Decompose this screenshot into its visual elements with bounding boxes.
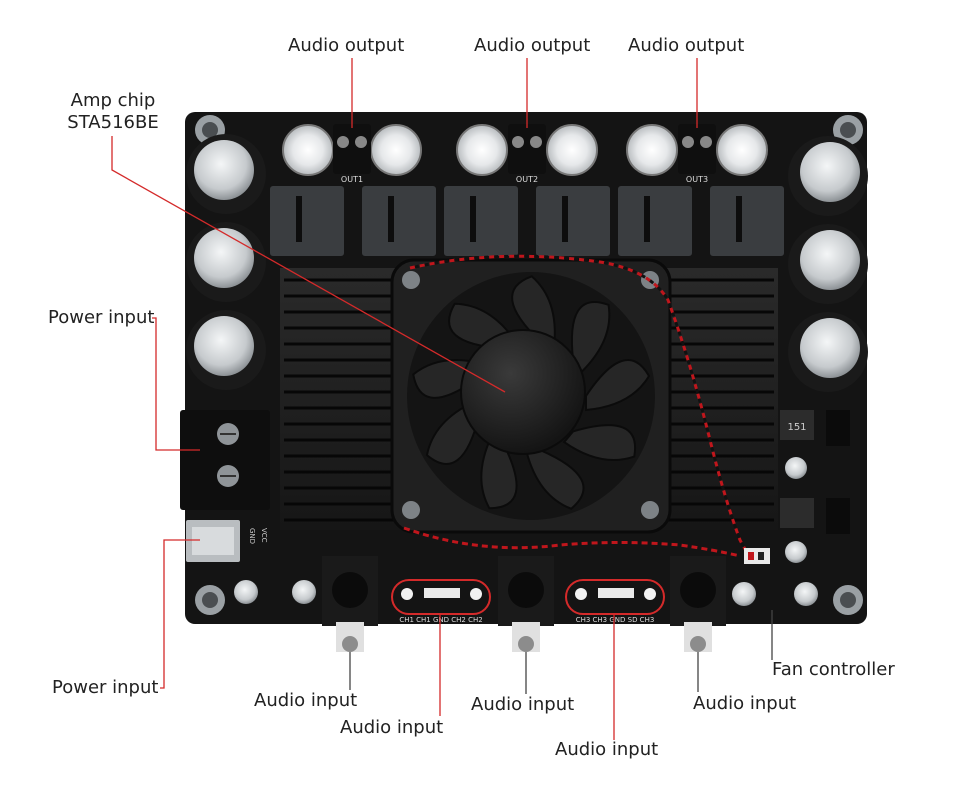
label-fan-controller: Fan controller [772, 659, 895, 680]
label-audio-input-ch2-rca: Audio input [471, 694, 575, 715]
label-audio-input-ch3-header: Audio input [555, 739, 659, 760]
leader-lines [111, 58, 773, 740]
power-terminal-block [180, 410, 270, 510]
label-power-input-top: Power input [48, 307, 155, 328]
label-amp-chip: Amp chip STA516BE [60, 90, 166, 134]
dc-barrel-jack: GND VCC [186, 520, 268, 562]
capacitors-left [186, 134, 266, 390]
bottom-small-caps [234, 580, 818, 606]
inductors [270, 186, 784, 256]
rca-jacks [322, 556, 726, 652]
label-audio-output-3: Audio output [628, 35, 745, 56]
fan-controller-circuit: 151 [744, 410, 850, 564]
out1-silk: OUT1 [341, 175, 363, 184]
fan-blade [511, 275, 556, 346]
audio-output-blocks: OUT1 OUT2 OUT3 [282, 124, 768, 184]
label-audio-output-2: Audio output [474, 35, 591, 56]
vcc-silk: VCC [260, 528, 268, 543]
fan-blade [562, 424, 637, 461]
label-audio-input-ch3-rca: Audio input [693, 693, 797, 714]
cooling-fan [390, 254, 757, 564]
fan-blade [525, 449, 585, 510]
label-amp-chip-line1: Amp chip [70, 90, 156, 111]
capacitors-right [788, 136, 868, 392]
fan-blade [585, 359, 651, 412]
input-headers: CH1 CH1 GND CH2 CH2 CH3 CH3 GND SD CH3 [391, 579, 665, 624]
audio-output-1-block: OUT1 [282, 124, 422, 184]
fan-blade [570, 300, 611, 373]
out2-silk: OUT2 [516, 175, 538, 184]
audio-output-2-block: OUT2 [456, 124, 598, 184]
chip-code-silk: 151 [787, 422, 806, 433]
label-audio-input-ch1-rca: Audio input [254, 690, 358, 711]
fan-blade [480, 435, 518, 510]
header1-silk: CH1 CH1 GND CH2 CH2 [399, 616, 482, 624]
audio-output-3-block: OUT3 [626, 124, 768, 184]
gnd-silk: GND [248, 528, 256, 544]
label-audio-input-ch1-header: Audio input [340, 717, 444, 738]
out3-silk: OUT3 [686, 175, 708, 184]
header2-silk: CH3 CH3 GND SD CH3 [576, 616, 655, 624]
mounting-holes [195, 115, 863, 615]
label-audio-output-1: Audio output [288, 35, 405, 56]
label-power-input-bottom: Power input [52, 677, 159, 698]
label-amp-chip-line2: STA516BE [67, 112, 159, 133]
